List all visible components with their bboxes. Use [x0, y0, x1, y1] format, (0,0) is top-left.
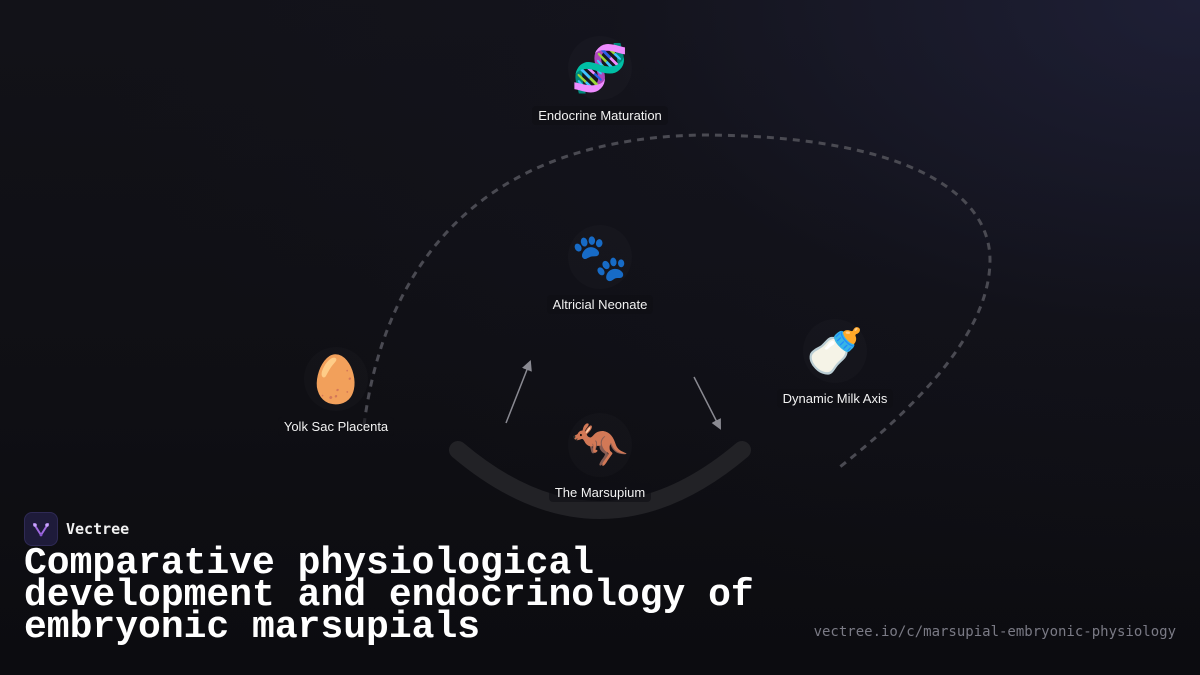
- node-label: Endocrine Maturation: [532, 106, 668, 125]
- brand-name: Vectree: [66, 520, 130, 538]
- page-title: Comparative physiological development an…: [24, 542, 754, 649]
- kangaroo-icon: 🦘: [571, 419, 629, 471]
- node-yolk-sac-placenta[interactable]: 🥚 Yolk Sac Placenta: [236, 347, 436, 436]
- vectree-logo-icon: [24, 512, 58, 546]
- node-label: Yolk Sac Placenta: [277, 417, 395, 436]
- egg-icon: 🥚: [307, 353, 365, 405]
- baby-bottle-icon: 🍼: [806, 325, 864, 377]
- paw-prints-icon: 🐾: [571, 231, 629, 283]
- node-label: The Marsupium: [548, 483, 652, 502]
- node-dynamic-milk-axis[interactable]: 🍼 Dynamic Milk Axis: [735, 319, 935, 408]
- source-url[interactable]: vectree.io/c/marsupial-embryonic-physiol…: [813, 624, 1176, 640]
- pouch-arc: [449, 441, 751, 519]
- node-endocrine-maturation[interactable]: 🧬 Endocrine Maturation: [500, 36, 700, 125]
- arrow-down-connector: [693, 376, 721, 430]
- node-altricial-neonate[interactable]: 🐾 Altricial Neonate: [500, 225, 700, 314]
- node-label: Dynamic Milk Axis: [776, 389, 894, 408]
- brand[interactable]: Vectree: [24, 512, 129, 546]
- node-the-marsupium[interactable]: 🦘 The Marsupium: [500, 413, 700, 502]
- dashed-loop-connector: [362, 133, 992, 472]
- dna-icon: 🧬: [571, 42, 629, 94]
- node-label: Altricial Neonate: [546, 295, 654, 314]
- arrow-up-connector: [505, 360, 532, 424]
